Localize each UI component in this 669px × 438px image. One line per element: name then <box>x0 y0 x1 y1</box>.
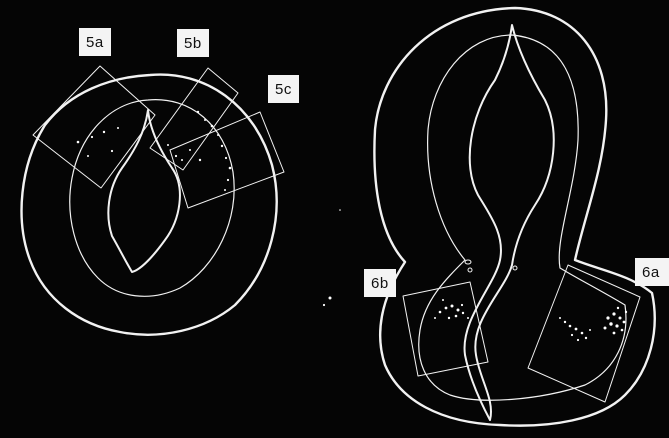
box-6a <box>528 265 640 402</box>
label-6a: 6a <box>635 258 669 286</box>
label-5c: 5c <box>268 75 299 103</box>
right-section-outer-contour <box>374 8 654 426</box>
label-5b: 5b <box>177 29 209 57</box>
right-section-middle-contour <box>419 35 626 400</box>
right-section-lumen-contour <box>465 25 554 420</box>
box-6b <box>403 282 488 376</box>
box-5a <box>33 66 155 188</box>
right-lumen-detail-b <box>468 268 472 272</box>
box-5c <box>170 112 284 208</box>
right-lumen-detail-a <box>465 260 471 264</box>
label-6b: 6b <box>364 269 396 297</box>
right-lumen-detail-c <box>513 266 517 270</box>
left-section-lumen-contour <box>108 110 180 272</box>
label-5a: 5a <box>79 28 111 56</box>
